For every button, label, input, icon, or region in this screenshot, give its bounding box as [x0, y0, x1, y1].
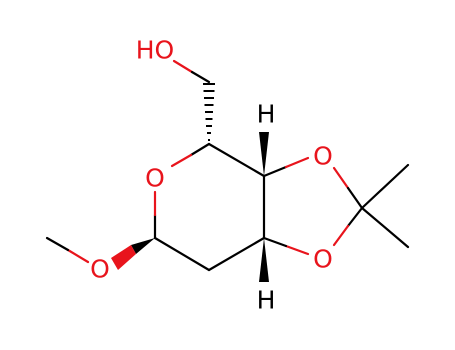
bond-o-bottom-c3 — [262, 236, 310, 256]
bond-c5-ring-o — [170, 142, 211, 168]
bond-methyl-upper — [360, 163, 410, 210]
bond-cme2-o-bottom — [332, 206, 364, 247]
dioxolane-oxygen-top-label: O — [313, 142, 333, 171]
hydrogen-top-label: H — [257, 100, 276, 129]
wedge-c1-methoxy-o — [111, 238, 155, 270]
bond-c3-c2 — [207, 236, 266, 272]
wedge-c4-h-top — [259, 132, 269, 176]
wedge-c3-h-bottom — [259, 238, 269, 282]
hashed-wedge-c5-ch2 — [203, 83, 215, 141]
hydroxyl-label: HO — [136, 36, 174, 65]
bond-methyl-lower — [360, 206, 410, 249]
bond-c4-o-top — [262, 156, 310, 178]
methoxy-oxygen-label: O — [90, 255, 110, 284]
hydrogen-bottom-label: H — [257, 286, 276, 315]
bond-c5-c4 — [207, 142, 266, 178]
bond-o-top-cme2 — [332, 166, 364, 210]
bond-ch2-oh — [172, 59, 211, 84]
bond-methoxy-methyl — [45, 236, 90, 264]
ring-oxygen-label: O — [145, 164, 165, 193]
dioxolane-oxygen-bottom-label: O — [313, 245, 333, 274]
bond-c2-c1 — [153, 236, 211, 272]
